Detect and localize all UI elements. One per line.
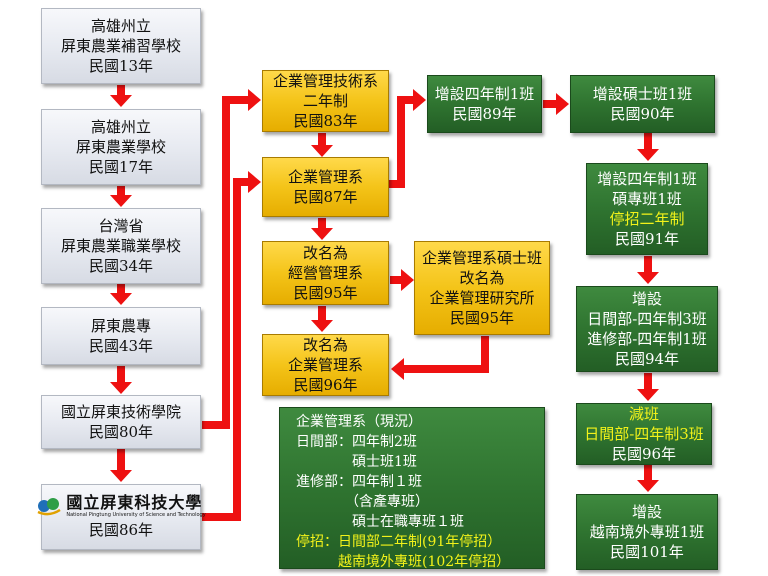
- milestone-box-1928: 高雄州立 屏東農業學校 民國17年: [41, 109, 201, 185]
- box-line: 民國95年: [449, 309, 515, 327]
- current-status-box: 企業管理系（現況） 日間部：四年制2班 碩士班1班 進修部：四年制１班 （含產專…: [279, 407, 545, 570]
- arrow-91-to-94: [637, 256, 659, 284]
- four-year-89-box: 增設四年制1班 民國89年: [427, 75, 542, 133]
- box-line: 增設: [631, 503, 662, 521]
- arrow-87-to-89: [389, 89, 426, 188]
- box-line: 企業管理系: [287, 168, 363, 186]
- status-line: 日間部：四年制2班: [296, 434, 417, 450]
- box-line: 台灣省: [98, 217, 144, 235]
- box-line: 屏東農專: [90, 317, 151, 335]
- status-line: 碩士班1班: [296, 454, 417, 470]
- rename-95-box: 改名為 經營管理系 民國95年: [262, 241, 389, 305]
- arrow-95-to-institute: [390, 269, 414, 291]
- reduction-label: 減班: [628, 405, 659, 423]
- box-line: 進修部-四年制1班: [587, 330, 707, 348]
- status-suspended-line: 停招：日間部二年制(91年停招）: [296, 534, 502, 550]
- status-suspended-line: 越南境外專班(102年停招）: [296, 554, 511, 570]
- box-line: 民國83年: [293, 112, 358, 130]
- vietnam-101-box: 增設 越南境外專班1班 民國101年: [576, 494, 718, 570]
- box-line: 民國94年: [614, 350, 680, 368]
- milestone-box-1945: 台灣省 屏東農業職業學校 民國34年: [41, 208, 201, 284]
- arrow-86-to-87: [202, 171, 261, 521]
- university-name: 國立屏東科技大學: [66, 493, 203, 512]
- milestone-box-1924: 高雄州立 屏東農業補習學校 民國13年: [41, 8, 201, 84]
- box-line: 民國17年: [88, 158, 154, 176]
- box-line: 企業管理系碩士班: [421, 249, 542, 267]
- rename-96-box: 改名為 企業管理系 民國96年: [262, 334, 389, 396]
- arrow-down-3: [110, 284, 132, 305]
- box-line: 日間部-四年制3班: [584, 425, 704, 443]
- arrow-96-to-101: [637, 464, 659, 492]
- status-line: 碩士在職專班１班: [296, 514, 464, 530]
- box-line: 改名為: [459, 269, 505, 287]
- box-line: 民國34年: [88, 257, 154, 275]
- arrow-down-2: [110, 186, 132, 207]
- university-logo: 國立屏東科技大學 National Pingtung University of…: [36, 493, 206, 518]
- changes-91-box: 增設四年制1班 碩專班1班 停招二年制 民國91年: [586, 163, 708, 255]
- arrow-80-to-83: [202, 89, 261, 429]
- institute-95-box: 企業管理系碩士班 改名為 企業管理研究所 民國95年: [414, 241, 550, 335]
- university-english-name: National Pingtung University of Science …: [66, 512, 206, 518]
- box-line: 增設: [631, 290, 662, 308]
- arrow-down-1: [110, 85, 132, 107]
- milestone-box-1991: 國立屏東技術學院 民國80年: [41, 395, 201, 449]
- box-line: 民國86年: [88, 521, 154, 539]
- school-emblem-icon: [37, 498, 62, 516]
- suspended-program-label: 停招二年制: [609, 210, 685, 228]
- box-line: 日間部-四年制3班: [587, 310, 707, 328]
- box-line: 二年制: [302, 92, 348, 110]
- box-line: 民國89年: [452, 105, 517, 123]
- milestone-box-1954: 屏東農專 民國43年: [41, 307, 201, 365]
- box-line: 民國43年: [88, 337, 154, 355]
- box-line: 高雄州立: [90, 17, 151, 35]
- box-line: 企業管理技術系: [272, 72, 378, 90]
- box-line: 民國80年: [88, 423, 154, 441]
- box-line: 民國91年: [614, 230, 680, 248]
- box-line: 屏東農業補習學校: [60, 37, 181, 55]
- changes-94-box: 增設 日間部-四年制3班 進修部-四年制1班 民國94年: [576, 286, 718, 372]
- arrow-83-to-87: [311, 133, 333, 157]
- box-line: 改名為: [302, 244, 348, 262]
- box-line: 增設四年制1班: [597, 170, 697, 188]
- box-line: 增設碩士班1班: [592, 85, 693, 103]
- box-line: 民國96年: [611, 445, 677, 463]
- box-line: 民國90年: [610, 105, 675, 123]
- box-line: 屏東農業學校: [75, 138, 166, 156]
- master-90-box: 增設碩士班1班 民國90年: [570, 75, 715, 133]
- box-line: 民國13年: [88, 57, 154, 75]
- arrow-90-to-91: [637, 133, 659, 161]
- box-line: 企業管理系: [287, 356, 363, 374]
- arrow-89-to-90: [543, 93, 569, 115]
- box-line: 高雄州立: [90, 118, 151, 136]
- box-line: 越南境外專班1班: [589, 523, 705, 541]
- arrow-94-to-96: [637, 373, 659, 401]
- box-line: 民國96年: [293, 376, 358, 394]
- box-line: 屏東農業職業學校: [60, 237, 181, 255]
- business-dept-87-box: 企業管理系 民國87年: [262, 157, 389, 217]
- arrow-87-to-95: [311, 218, 333, 240]
- box-line: 碩專班1班: [612, 190, 682, 208]
- box-line: 國立屏東技術學院: [60, 403, 181, 421]
- status-heading: 企業管理系（現況）: [296, 414, 422, 430]
- box-line: 民國101年: [610, 543, 684, 561]
- arrow-institute-to-96: [391, 336, 489, 380]
- box-line: 增設四年制1班: [434, 85, 535, 103]
- status-line: （含產專班）: [296, 494, 429, 510]
- arrow-down-5: [110, 449, 132, 482]
- two-year-dept-box: 企業管理技術系 二年制 民國83年: [262, 70, 389, 132]
- arrow-95-to-96: [311, 306, 333, 332]
- arrow-down-4: [110, 366, 132, 394]
- box-line: 改名為: [302, 336, 348, 354]
- milestone-box-1997: 國立屏東科技大學 National Pingtung University of…: [37, 484, 206, 550]
- reduction-96-box: 減班 日間部-四年制3班 民國96年: [576, 403, 712, 465]
- box-line: 企業管理研究所: [429, 289, 535, 307]
- box-line: 民國87年: [293, 188, 358, 206]
- box-line: 民國95年: [293, 284, 358, 302]
- box-line: 經營管理系: [287, 264, 363, 282]
- status-line: 進修部：四年制１班: [296, 474, 422, 490]
